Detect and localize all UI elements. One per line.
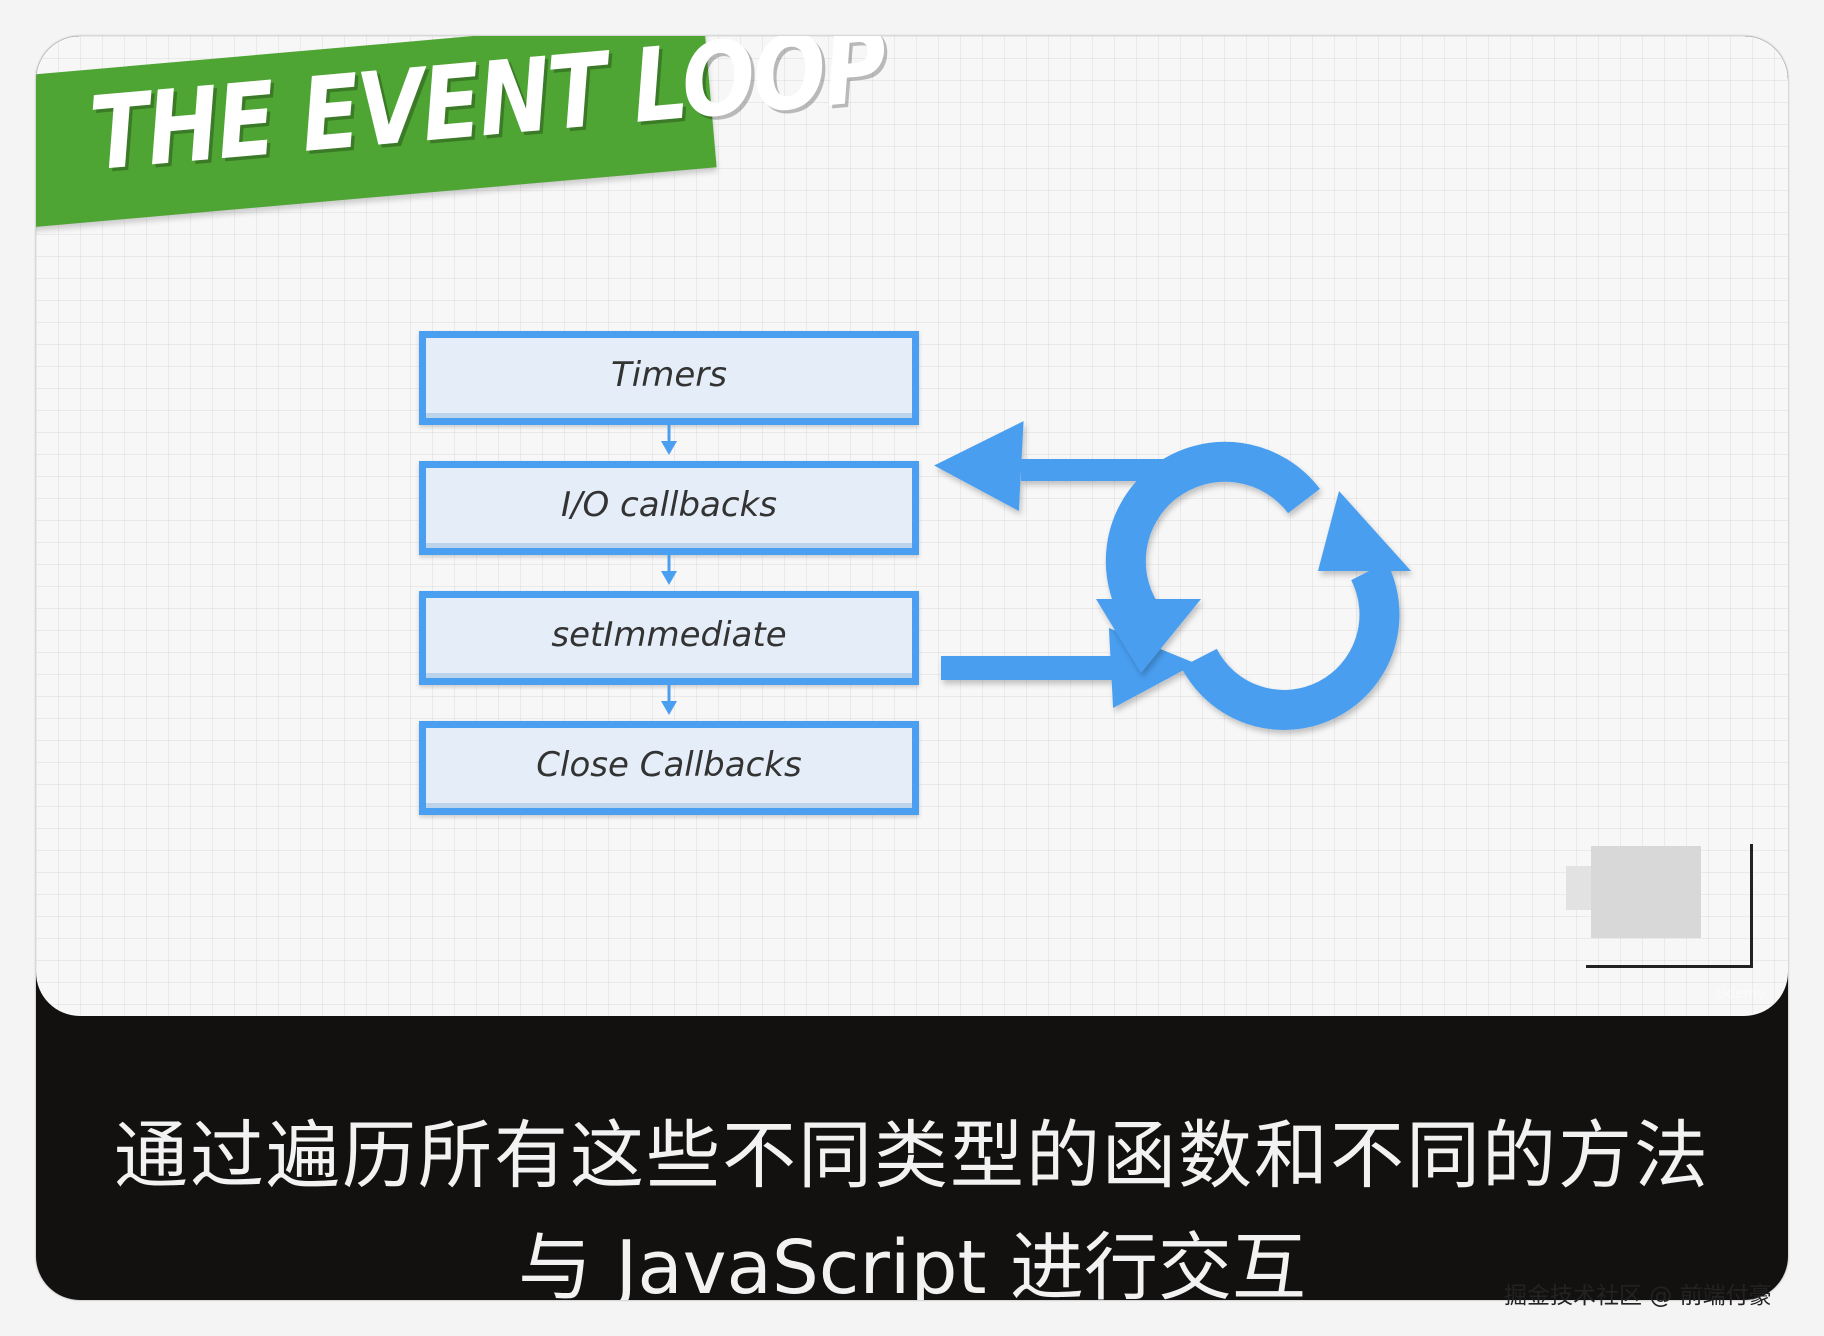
video-frame: THE EVENT LOOP Timers I/O callbacks setI… — [36, 36, 1788, 1300]
refresh-cycle-icon — [1096, 441, 1411, 730]
stage-setimmediate: setImmediate — [419, 591, 919, 685]
flow-arrow-down-icon — [661, 425, 677, 455]
stage-label: Timers — [611, 355, 727, 395]
slide: THE EVENT LOOP Timers I/O callbacks setI… — [36, 36, 1788, 1016]
loop-diagram — [934, 421, 1411, 730]
flow-arrow-down-icon — [661, 555, 677, 585]
watermark-frame — [1586, 965, 1753, 968]
stage-label: Close Callbacks — [536, 745, 802, 785]
stage-timers: Timers — [419, 331, 919, 425]
source-credit: 掘金技术社区 @ 前端付豪 — [1504, 1283, 1772, 1309]
stage-label: setImmediate — [551, 615, 787, 655]
subtitle-line-2: 与 JavaScript 进行交互 — [518, 1225, 1306, 1300]
stage-close-callbacks: Close Callbacks — [419, 721, 919, 815]
flow-arrow-down-icon — [661, 685, 677, 715]
stage-label: I/O callbacks — [561, 485, 777, 525]
stage-io-callbacks: I/O callbacks — [419, 461, 919, 555]
watermark-logo — [1591, 846, 1701, 938]
watermark-frame — [1750, 844, 1753, 968]
subtitle-line-1: 通过遍历所有这些不同类型的函数和不同的方法 — [114, 1113, 1710, 1199]
watermark-text: Udemy — [1716, 986, 1766, 1002]
